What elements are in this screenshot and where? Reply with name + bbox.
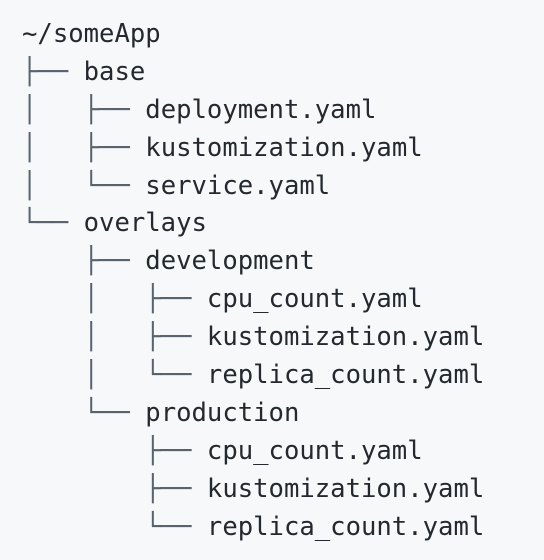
file-name: kustomization.yaml — [206, 322, 485, 353]
tree-line-production-kustomization: ├── kustomization.yaml — [22, 471, 537, 509]
tree-line-overlays: └── overlays — [22, 205, 537, 243]
tree-connector: │ └── — [22, 170, 146, 201]
tree-connector: │ ├── — [22, 132, 146, 163]
tree-connector: │ ├── — [22, 94, 146, 125]
file-name: deployment.yaml — [145, 94, 377, 125]
tree-line-base-deployment: │ ├── deployment.yaml — [22, 92, 537, 130]
folder-name-base: base — [83, 56, 146, 87]
file-name: replica_count.yaml — [206, 360, 485, 391]
tree-connector: └── — [22, 397, 146, 428]
tree-connector: └── — [22, 208, 84, 239]
tree-line-development-cpu-count: │ ├── cpu_count.yaml — [22, 281, 537, 319]
tree-line-development-kustomization: │ ├── kustomization.yaml — [22, 319, 537, 357]
folder-name-overlays: overlays — [83, 208, 207, 239]
tree-line-production: └── production — [22, 395, 537, 433]
tree-connector: ├── — [22, 56, 84, 87]
file-name: service.yaml — [145, 170, 331, 201]
tree-line-development-replica-count: │ └── replica_count.yaml — [22, 357, 537, 395]
directory-tree: ~/someApp├── base│ ├── deployment.yaml│ … — [22, 16, 537, 551]
tree-connector: │ └── — [22, 360, 207, 391]
tree-connector: ├── — [22, 473, 207, 504]
file-name: replica_count.yaml — [206, 511, 485, 542]
tree-connector: └── — [22, 511, 207, 542]
folder-name-development: development — [145, 246, 315, 277]
tree-line-base: ├── base — [22, 54, 537, 92]
file-name: cpu_count.yaml — [206, 435, 423, 466]
tree-line-development: ├── development — [22, 243, 537, 281]
tree-connector: ├── — [22, 435, 207, 466]
tree-line-production-replica-count: └── replica_count.yaml — [22, 509, 537, 547]
root-directory-name: ~/someApp — [22, 19, 161, 49]
tree-connector: │ ├── — [22, 322, 207, 353]
file-name: cpu_count.yaml — [206, 284, 423, 315]
tree-line-root: ~/someApp — [22, 16, 537, 54]
file-name: kustomization.yaml — [145, 132, 423, 163]
tree-line-production-cpu-count: ├── cpu_count.yaml — [22, 433, 537, 471]
folder-name-production: production — [145, 397, 300, 428]
tree-connector: ├── — [22, 246, 146, 277]
tree-line-base-kustomization: │ ├── kustomization.yaml — [22, 130, 537, 168]
tree-line-base-service: │ └── service.yaml — [22, 168, 537, 206]
tree-connector: │ ├── — [22, 284, 207, 315]
file-name: kustomization.yaml — [206, 473, 485, 504]
